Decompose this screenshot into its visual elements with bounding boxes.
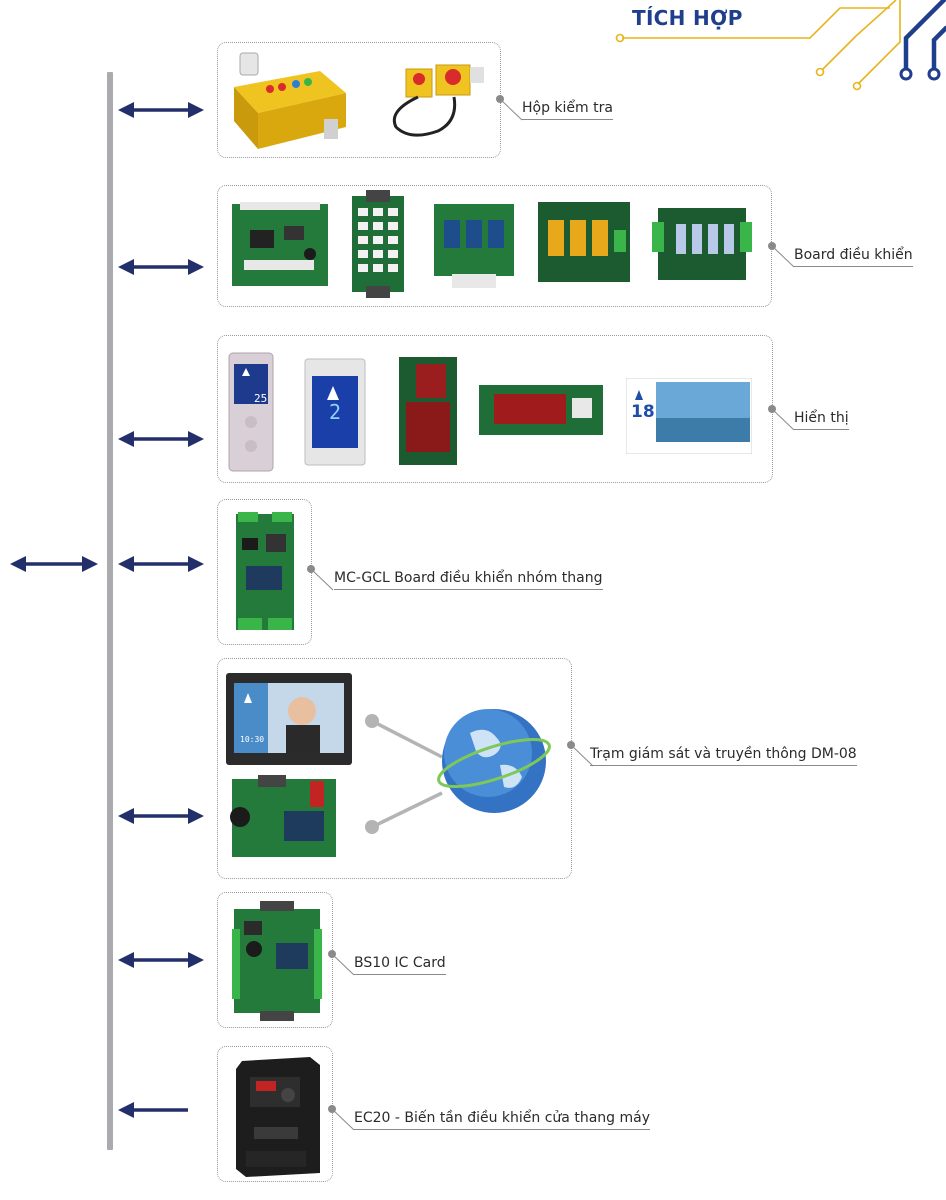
component-label: BS10 IC Card [354, 955, 446, 975]
component-box-monitoring-station: 10:30 [217, 658, 572, 879]
label-connector [496, 95, 523, 121]
component-box-ic-card [217, 892, 333, 1028]
component-label: Hiển thị [794, 410, 849, 430]
network-link-icon [365, 714, 443, 834]
label-connector [768, 242, 795, 268]
label-connector [307, 565, 334, 591]
component-label: EC20 - Biến tần điều khiển cửa thang máy [354, 1110, 650, 1130]
display-floor-text: 2 [329, 400, 342, 424]
control-board-icon [434, 204, 514, 288]
bidirectional-arrow-icon [118, 102, 204, 118]
component-box-door-inverter [217, 1046, 333, 1182]
communication-board-icon [230, 775, 336, 857]
display-icon [399, 357, 457, 465]
display-icon [228, 352, 274, 472]
label-connector [328, 1105, 355, 1131]
globe-icon [437, 709, 551, 813]
component-box-display: 25 2 18 [217, 335, 773, 483]
component-label: MC-GCL Board điều khiển nhóm thang [334, 570, 603, 590]
main-bidirectional-arrow-icon [10, 556, 98, 572]
display-icon [626, 378, 752, 454]
bidirectional-arrow-icon [118, 808, 204, 824]
display-floor-text: 18 [631, 402, 655, 422]
component-label: Board điều khiển [794, 247, 913, 267]
display-icon [479, 385, 603, 435]
circuit-decoration-icon [615, 0, 946, 91]
test-box-icon [234, 52, 346, 149]
label-connector [567, 741, 594, 767]
control-board-icon [538, 202, 630, 282]
label-connector [328, 950, 355, 976]
bidirectional-arrow-icon [118, 259, 204, 275]
left-arrow-icon [118, 1102, 188, 1118]
page-title: TÍCH HỢP [632, 6, 743, 30]
display-floor-text: 25 [254, 392, 268, 405]
monitor-screen-icon [226, 673, 352, 765]
ic-card-board-icon [232, 901, 322, 1021]
component-label: Trạm giám sát và truyền thông DM-08 [590, 746, 857, 766]
group-control-board-icon [236, 512, 294, 630]
display-icon [304, 358, 366, 466]
test-box-icon [392, 64, 484, 137]
door-inverter-icon [236, 1057, 320, 1177]
component-box-test-box [217, 42, 501, 158]
component-box-control-board [217, 185, 772, 307]
bidirectional-arrow-icon [118, 952, 204, 968]
component-box-group-control [217, 499, 312, 645]
label-connector [768, 405, 795, 431]
bidirectional-arrow-icon [118, 556, 204, 572]
control-board-icon [652, 208, 752, 280]
component-label: Hộp kiểm tra [522, 100, 613, 120]
control-board-icon [352, 190, 404, 298]
bidirectional-arrow-icon [118, 431, 204, 447]
control-board-icon [232, 202, 328, 286]
monitor-time-text: 10:30 [240, 735, 265, 744]
system-bus-line [107, 72, 113, 1150]
